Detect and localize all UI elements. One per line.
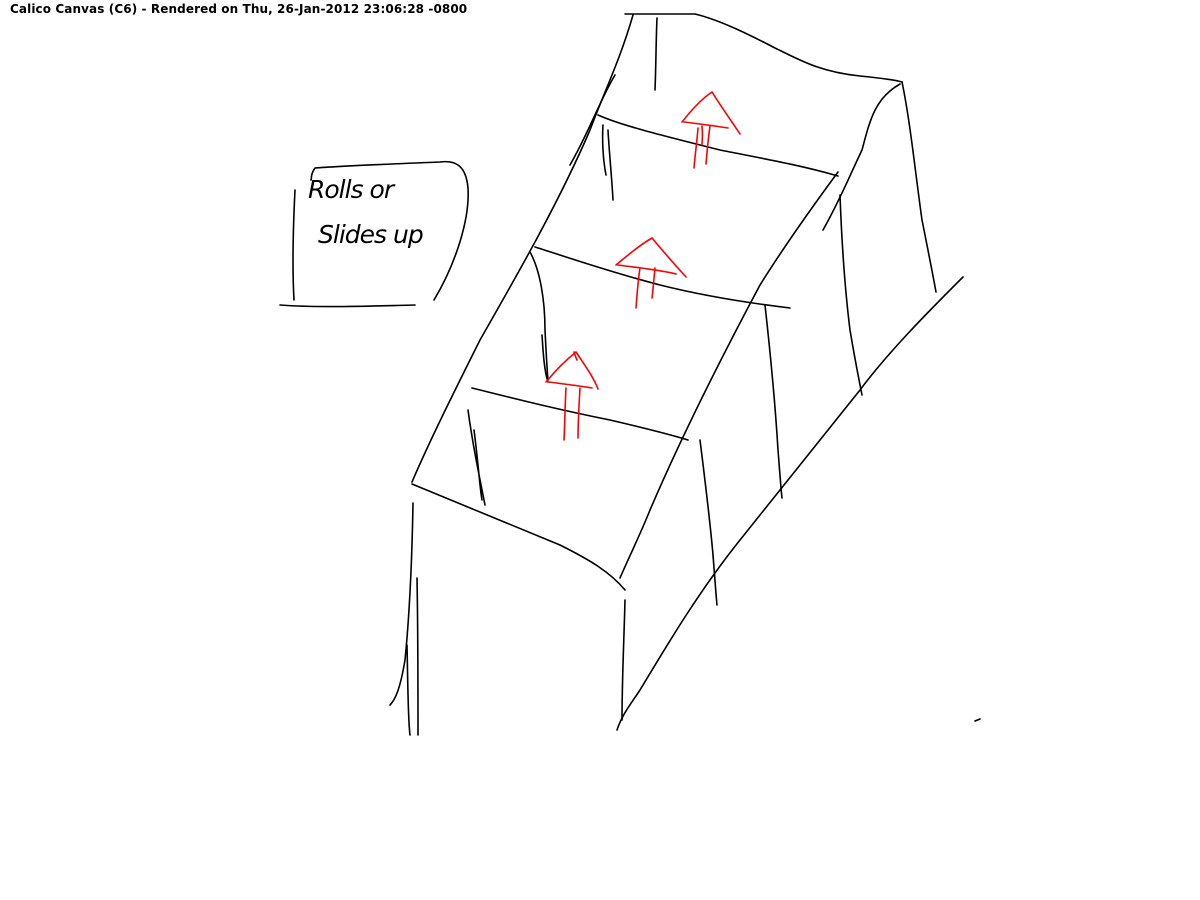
note-text-line-1: Rolls or — [308, 175, 396, 204]
ramp-top-cap-drop — [655, 18, 657, 90]
left-front-leg-inner — [407, 578, 418, 735]
right-back-leg — [902, 82, 936, 292]
right-stub — [975, 719, 980, 721]
slat-1 — [598, 115, 838, 176]
ramp-right-lower-edge — [620, 172, 838, 578]
arrow-upper — [682, 92, 740, 168]
tick-upper — [603, 125, 613, 200]
note-box: Rolls or Slides up — [280, 162, 468, 307]
arrow-lower — [546, 352, 598, 440]
arrow-middle-icon — [616, 238, 686, 308]
ramp-left-edge — [412, 15, 633, 482]
right-front-leg — [700, 440, 717, 605]
tick-middle — [530, 252, 548, 382]
arrow-upper-icon — [682, 92, 740, 168]
center-front-leg — [622, 600, 625, 720]
ramp-front-edge — [412, 484, 625, 590]
base-diagonal — [617, 277, 963, 730]
ramp-top-cap — [625, 14, 902, 82]
right-inner-leg — [765, 305, 782, 498]
ramp-right-edge — [823, 84, 900, 230]
tick-lower — [468, 410, 485, 505]
arrow-lower-icon — [546, 352, 598, 440]
note-text-line-2: Slides up — [318, 220, 423, 249]
arrow-middle — [616, 238, 686, 308]
right-mid-leg — [840, 195, 862, 395]
left-front-leg — [390, 503, 413, 705]
